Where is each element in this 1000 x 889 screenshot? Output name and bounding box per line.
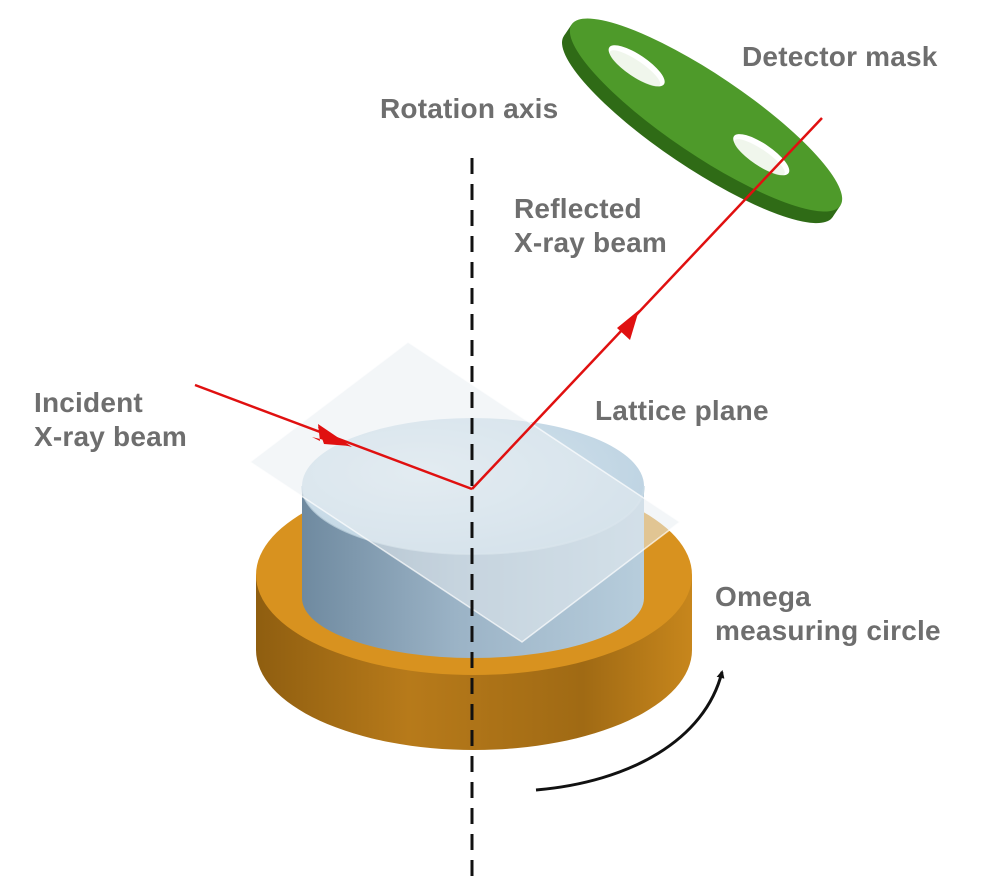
incident-beam-label: Incident X-ray beam xyxy=(34,387,187,452)
reflected-beam-label: Reflected X-ray beam xyxy=(514,193,667,258)
lattice-plane-sheet xyxy=(248,341,682,643)
detector-mask xyxy=(562,18,843,224)
rotation-axis-label: Rotation axis xyxy=(380,93,559,124)
incident-beam xyxy=(194,383,473,491)
lattice-plane-label: Lattice plane xyxy=(595,395,769,426)
omega-rotation-arrow xyxy=(535,670,725,792)
omega-circle-label: Omega measuring circle xyxy=(715,581,941,646)
detector-mask-label: Detector mask xyxy=(742,41,938,72)
reflected-beam xyxy=(471,117,823,490)
